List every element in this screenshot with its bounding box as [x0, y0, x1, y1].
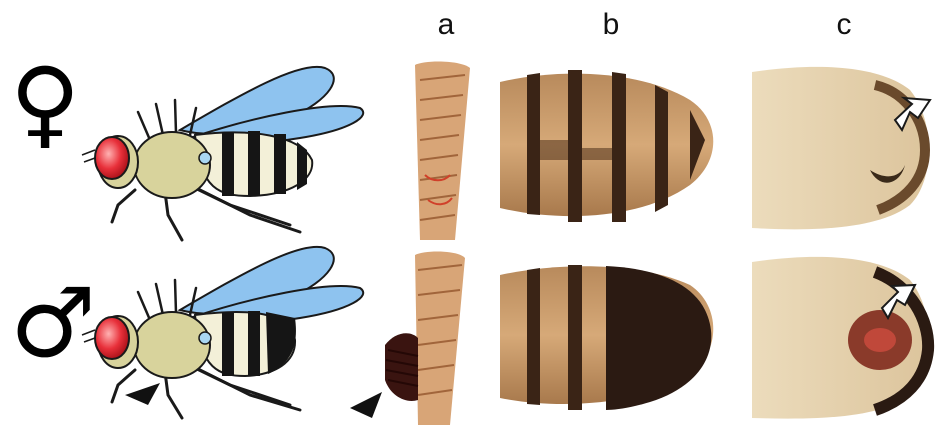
panel-c-female-ventral	[752, 67, 930, 229]
panel-a-male-leg	[350, 252, 465, 425]
panel-c-male-ventral	[752, 257, 929, 419]
female-symbol: ♀	[10, 55, 80, 151]
column-label-c: c	[824, 8, 864, 42]
female-fly-illustration	[82, 67, 363, 240]
male-symbol: ♂	[10, 275, 96, 371]
arrowhead-icon	[350, 392, 382, 418]
male-fly-illustration	[82, 247, 363, 418]
panel-a-female-leg	[415, 62, 470, 240]
panel-b-female-abdomen	[500, 70, 713, 222]
panel-b-male-abdomen	[500, 265, 713, 410]
column-label-a: a	[426, 8, 466, 42]
arrowhead-icon	[125, 383, 160, 405]
column-label-b: b	[591, 8, 631, 42]
